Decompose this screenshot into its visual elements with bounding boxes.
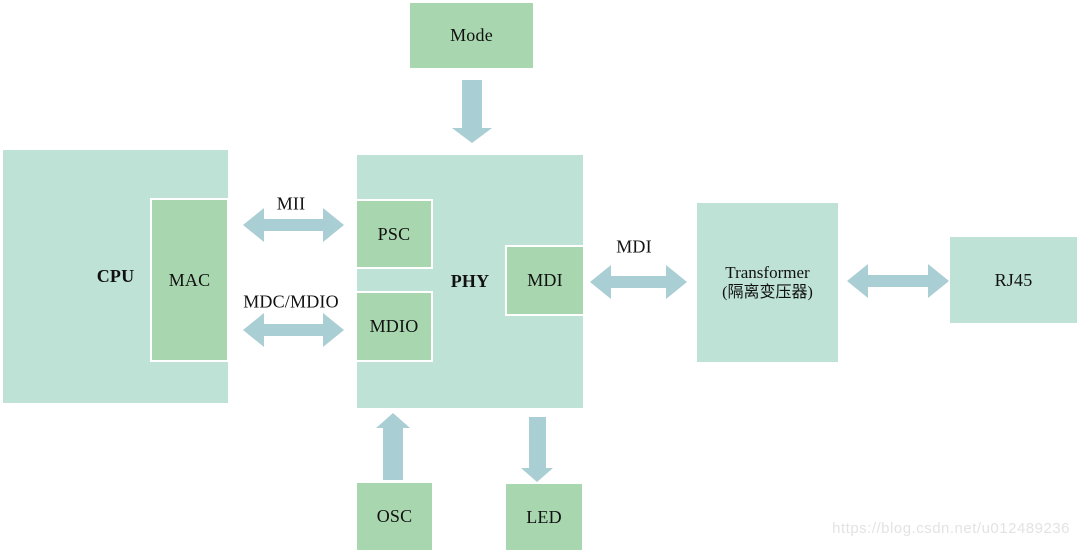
mdio-box: MDIO bbox=[355, 291, 433, 362]
mdi-double-arrow bbox=[590, 265, 687, 299]
osc-phy-up-arrow bbox=[376, 413, 410, 480]
osc-label: OSC bbox=[376, 506, 413, 526]
transformer-rj45-double-arrow bbox=[847, 264, 949, 298]
mdc-mdio-link-label: MDC/MDIO bbox=[243, 291, 339, 312]
mode-phy-down-arrow bbox=[452, 80, 492, 143]
phy-led-down-arrow bbox=[521, 417, 553, 482]
psc-box: PSC bbox=[355, 199, 433, 269]
transformer-box: Transformer (隔离变压器) bbox=[697, 203, 838, 362]
osc-box: OSC bbox=[357, 483, 432, 550]
mac-box: MAC bbox=[150, 198, 229, 362]
mdc-mdio-double-arrow bbox=[243, 313, 344, 347]
mode-box: Mode bbox=[410, 3, 533, 68]
mdio-label: MDIO bbox=[369, 316, 419, 336]
mode-label: Mode bbox=[450, 25, 493, 45]
led-label: LED bbox=[526, 506, 562, 527]
transformer-label-en: Transformer bbox=[725, 262, 810, 282]
mii-link-label: MII bbox=[276, 193, 306, 214]
led-box: LED bbox=[506, 484, 582, 550]
cpu-label: CPU bbox=[96, 266, 135, 286]
rj45-box: RJ45 bbox=[950, 237, 1077, 323]
transformer-label-cn: (隔离变压器) bbox=[722, 283, 813, 301]
mdi-box: MDI bbox=[505, 245, 585, 316]
transformer-label: Transformer (隔离变压器) bbox=[722, 263, 813, 303]
mdi-link-label: MDI bbox=[616, 236, 652, 257]
watermark: https://blog.csdn.net/u012489236 bbox=[832, 520, 1070, 537]
mdi-label: MDI bbox=[527, 270, 563, 290]
rj45-label: RJ45 bbox=[994, 269, 1033, 290]
mac-label: MAC bbox=[168, 269, 211, 290]
phy-label: PHY bbox=[450, 271, 490, 291]
psc-label: PSC bbox=[377, 223, 411, 244]
